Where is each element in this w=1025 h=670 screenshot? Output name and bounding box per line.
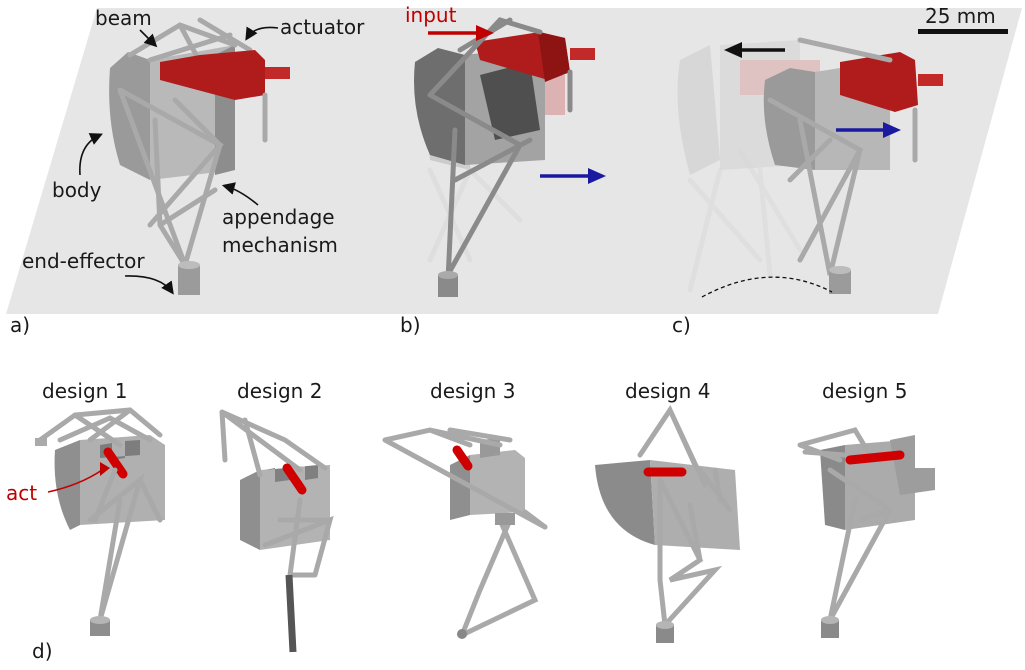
trajectory-curve	[701, 276, 833, 298]
actuator-rod-1	[103, 447, 128, 479]
design-5	[797, 427, 935, 638]
scale-bar	[918, 29, 1008, 34]
end-effector-part	[178, 265, 200, 295]
robot-panel-c	[677, 37, 943, 294]
design-5-label: design 5	[822, 379, 907, 403]
input-label: input	[405, 3, 457, 27]
appendage-label-line1: appendage	[222, 205, 335, 229]
robot-panel-b	[414, 17, 595, 297]
actuator-part	[160, 50, 265, 100]
body-label: body	[52, 178, 102, 202]
act-label: act	[6, 481, 37, 505]
actuator-rod-5	[845, 450, 905, 465]
design-2-label: design 2	[237, 379, 322, 403]
design-1-label: design 1	[42, 379, 127, 403]
design-1	[35, 407, 165, 636]
end-effector-label: end-effector	[22, 249, 145, 273]
panel-a-label: a)	[10, 313, 30, 337]
actuator-rod-3	[452, 445, 473, 471]
design-4-label: design 4	[625, 379, 710, 403]
panel-d-label: d)	[32, 639, 53, 663]
robot-panel-a	[109, 17, 290, 295]
design-3	[382, 427, 548, 639]
actuator-rod-2	[282, 463, 307, 495]
design-3-label: design 3	[430, 379, 515, 403]
scale-bar-label: 25 mm	[925, 4, 996, 28]
panel-b-label: b)	[400, 313, 421, 337]
appendage-label-line2: mechanism	[222, 233, 338, 257]
design-4	[595, 404, 740, 643]
panel-c-label: c)	[672, 313, 691, 337]
design-2	[219, 409, 334, 653]
actuator-label: actuator	[280, 15, 365, 39]
beam-label: beam	[95, 6, 152, 30]
